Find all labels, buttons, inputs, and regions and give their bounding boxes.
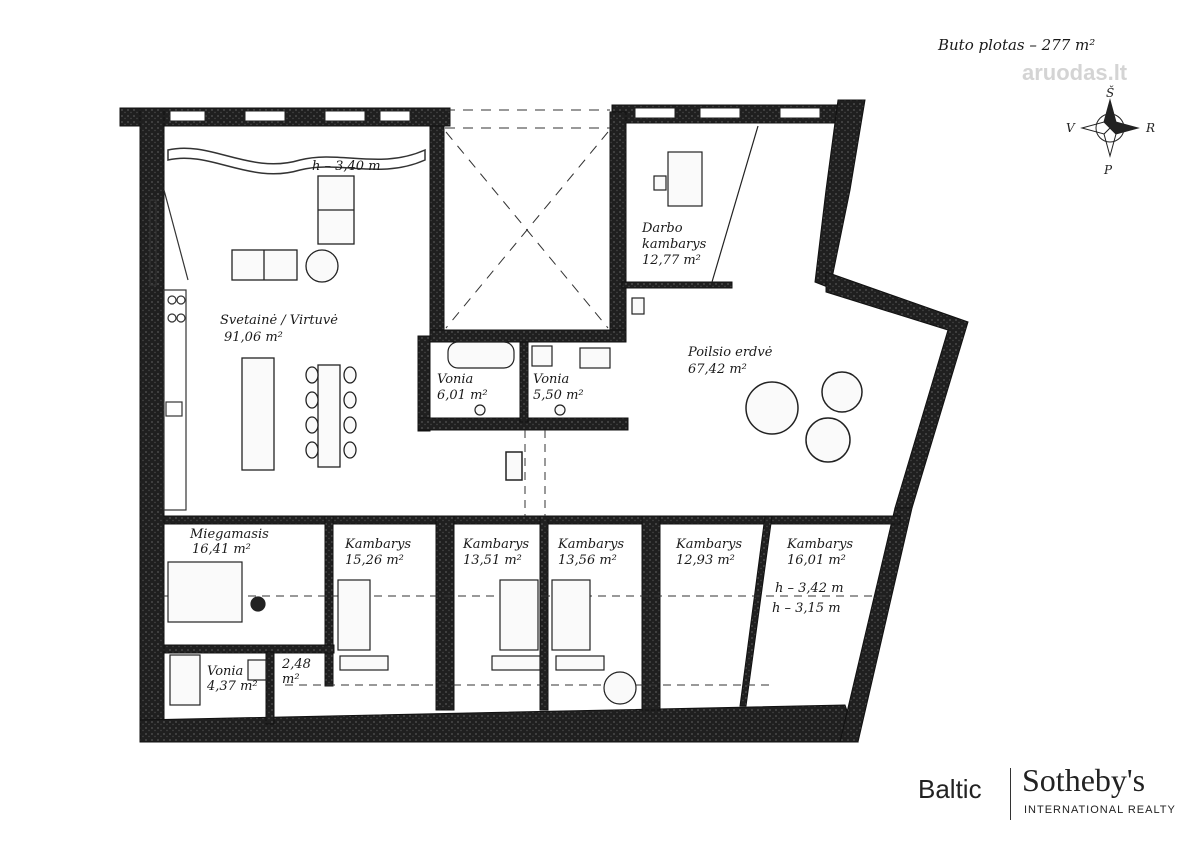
windows-top xyxy=(169,107,821,122)
lounge-area: 67,42 m² xyxy=(688,362,747,377)
room5-height-upper: h – 3,42 m xyxy=(775,581,844,596)
brand-subtitle: INTERNATIONAL REALTY xyxy=(1024,804,1176,816)
room1-name: Kambarys xyxy=(344,537,411,552)
lounge-name: Poilsio erdvė xyxy=(687,345,773,360)
brand-logo: Baltic Sotheby's INTERNATIONAL REALTY xyxy=(900,760,1190,830)
office-furniture xyxy=(631,125,759,315)
bath1-area: 6,01 m² xyxy=(437,388,488,403)
room3-name: Kambarys xyxy=(557,537,624,552)
living-furniture xyxy=(231,175,357,471)
room2-area: 13,51 m² xyxy=(463,553,522,568)
lounge-tables xyxy=(505,371,863,481)
compass-south: P xyxy=(1103,163,1113,177)
storage-area-1: 2,48 xyxy=(281,657,311,672)
compass-east: R xyxy=(1145,121,1155,135)
bath1-name: Vonia xyxy=(437,372,473,387)
living-area: 91,06 m² xyxy=(224,330,283,345)
master-bedroom-name: Miegamasis xyxy=(189,527,269,542)
storage-area-2: m² xyxy=(282,672,300,687)
office-area: 12,77 m² xyxy=(642,253,701,268)
compass-icon xyxy=(1080,98,1140,158)
office-name-1: Darbo xyxy=(641,221,683,236)
office-name-2: kambarys xyxy=(642,237,707,252)
room2-name: Kambarys xyxy=(462,537,529,552)
living-height: h – 3,40 m xyxy=(312,159,381,174)
brand-baltic: Baltic xyxy=(918,774,982,804)
living-name: Svetainė / Virtuvė xyxy=(220,313,338,328)
bath2-name: Vonia xyxy=(533,372,569,387)
master-bedroom-area: 16,41 m² xyxy=(192,542,251,557)
room3-area: 13,56 m² xyxy=(558,553,617,568)
room5-area: 16,01 m² xyxy=(787,553,846,568)
bath-fixtures xyxy=(169,341,611,706)
bath3-name: Vonia xyxy=(207,664,243,679)
total-area: Buto plotas – 277 m² xyxy=(937,36,1095,54)
compass-west: V xyxy=(1066,121,1076,135)
kitchen-counter xyxy=(149,189,189,511)
bath3-area: 4,37 m² xyxy=(206,679,258,694)
curtain xyxy=(167,147,426,175)
bath2-area: 5,50 m² xyxy=(533,388,584,403)
brand-divider xyxy=(1010,768,1011,820)
interior-walls xyxy=(163,111,901,725)
room1-area: 15,26 m² xyxy=(345,553,404,568)
room4-area: 12,93 m² xyxy=(676,553,735,568)
beds xyxy=(167,561,637,705)
brand-sothebys: Sotheby's xyxy=(1022,762,1146,798)
compass-north: Š xyxy=(1106,84,1114,100)
courtyard-void xyxy=(445,109,610,329)
room5-height-lower: h – 3,15 m xyxy=(772,601,841,616)
room5-name: Kambarys xyxy=(786,537,853,552)
watermark: aruodas.lt xyxy=(1022,60,1128,85)
dashed-lines xyxy=(164,430,890,686)
room4-name: Kambarys xyxy=(675,537,742,552)
